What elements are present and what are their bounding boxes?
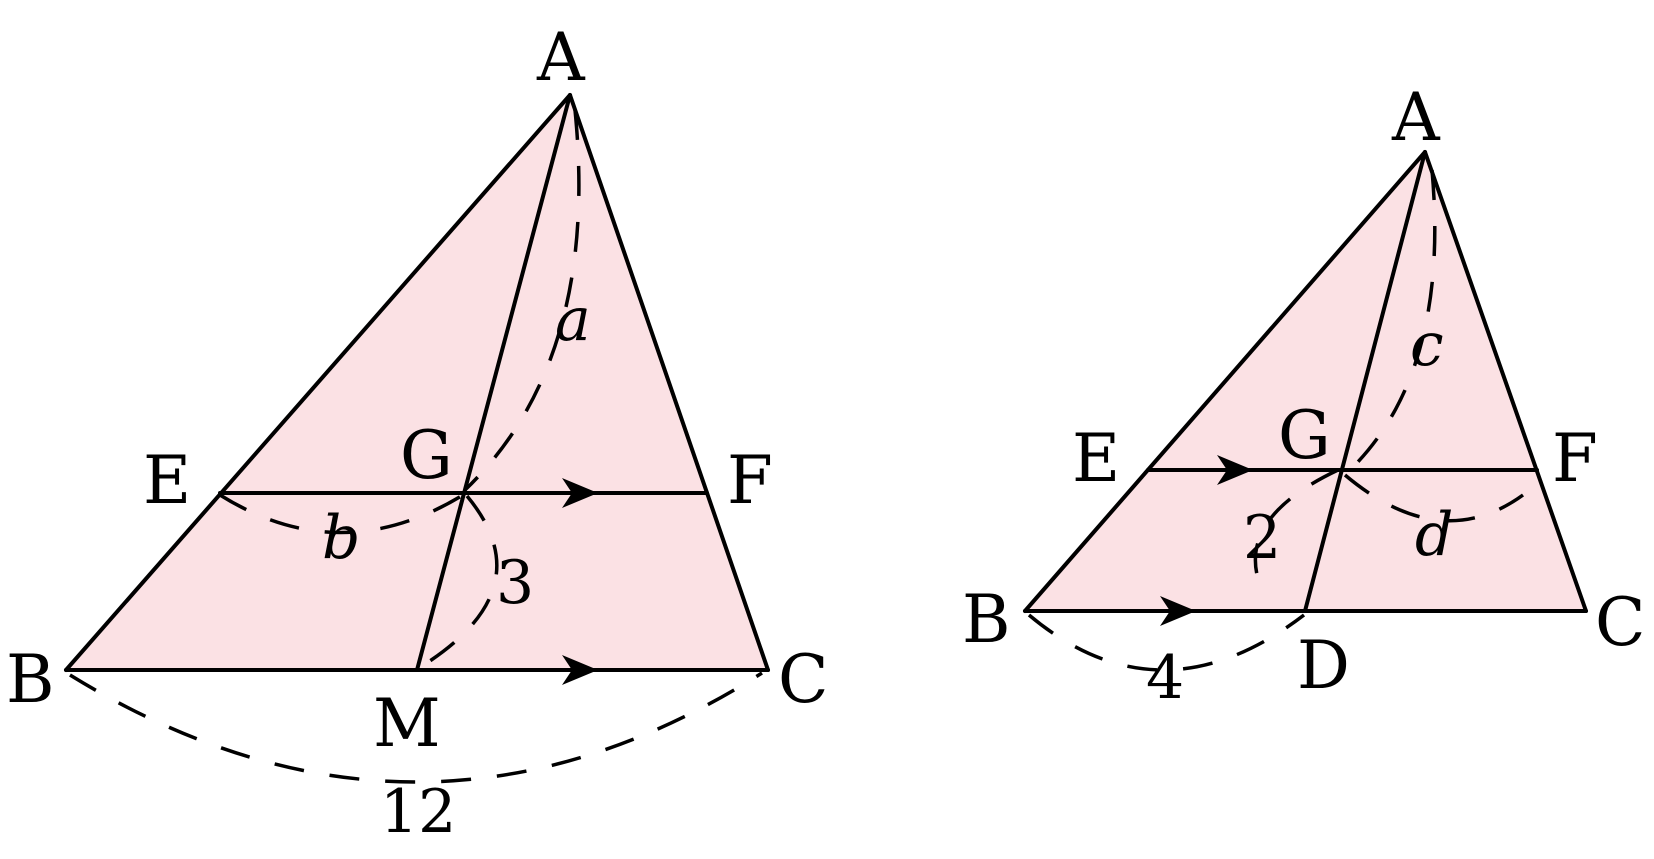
right-side-ab [1023, 150, 1427, 613]
left-arc-12 [69, 671, 763, 784]
left-label-b: B [6, 641, 55, 718]
left-label-c: C [778, 641, 829, 718]
right-arc-2 [1253, 468, 1339, 591]
right-parallel-arrow-ef [1217, 455, 1253, 485]
right-measure-c: c [1410, 310, 1444, 380]
right-measure-4: 4 [1146, 643, 1184, 713]
left-triangle-fill [66, 95, 768, 670]
right-label-d: D [1297, 627, 1350, 704]
right-label-c: C [1595, 584, 1646, 661]
right-figure: A B C D E F G c d 2 4 [962, 79, 1646, 713]
right-measure-d: d [1415, 500, 1453, 570]
left-measure-12: 12 [380, 777, 456, 847]
right-parallel-arrow-bd [1160, 596, 1196, 626]
right-measure-2: 2 [1243, 503, 1281, 573]
left-parallel-arrow-ef [562, 478, 598, 508]
left-arc-3 [418, 494, 499, 670]
left-label-m: M [373, 685, 441, 762]
left-label-f: F [727, 442, 773, 519]
right-segment-ad [1303, 150, 1427, 613]
left-arc-b [219, 493, 464, 535]
right-label-e: E [1072, 420, 1120, 497]
left-label-e: E [143, 442, 191, 519]
left-arc-a [463, 109, 581, 492]
left-side-ab [64, 93, 572, 672]
left-measure-b: b [322, 503, 360, 573]
left-label-g: G [400, 417, 453, 494]
right-arc-c [1350, 169, 1437, 470]
left-measure-a: a [555, 285, 591, 355]
right-side-ac [1423, 150, 1588, 613]
right-triangle-fill [1025, 152, 1586, 611]
left-side-ac [568, 93, 770, 672]
left-figure: A B C E F G M a b 3 12 [6, 19, 829, 847]
left-median-am [415, 93, 572, 672]
right-arc-d [1343, 473, 1525, 523]
right-label-a: A [1391, 79, 1441, 156]
right-label-g: G [1278, 397, 1331, 474]
left-label-a: A [536, 19, 586, 96]
left-parallel-arrow-bc [562, 655, 598, 685]
right-label-b: B [962, 581, 1011, 658]
left-measure-3: 3 [496, 548, 534, 618]
right-label-f: F [1552, 420, 1598, 497]
